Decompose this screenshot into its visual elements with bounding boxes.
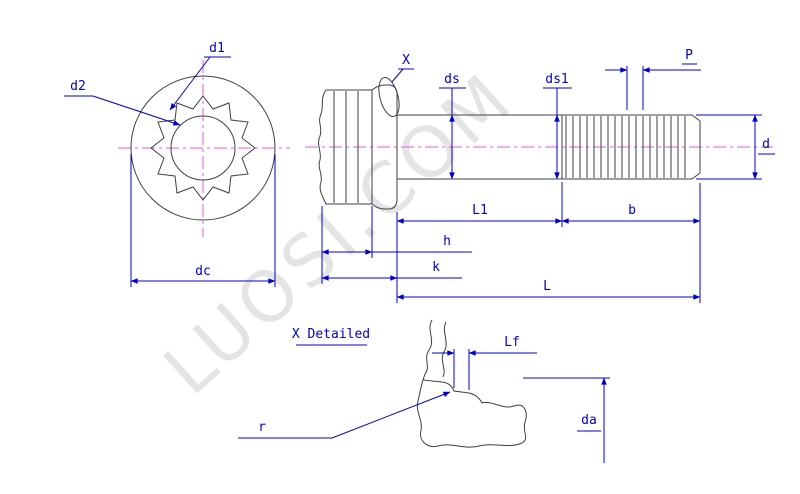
inner-circle xyxy=(170,115,236,181)
flange-outline xyxy=(371,84,398,210)
label-k: k xyxy=(432,260,440,275)
flange-circle xyxy=(130,75,276,221)
x-detail-ellipse xyxy=(378,77,400,117)
label-x: X xyxy=(402,53,410,68)
head-lobe-lines xyxy=(333,91,359,203)
label-d: d xyxy=(762,137,770,152)
detail-view: X Detailed Lf r da xyxy=(238,319,610,463)
lower-extension-lines xyxy=(321,182,701,303)
label-da: da xyxy=(581,413,597,428)
side-view: X ds ds1 P d L1 b h k xyxy=(305,48,775,303)
label-r: r xyxy=(258,420,266,435)
label-d1: d1 xyxy=(209,41,225,56)
dc-extension-lines xyxy=(130,154,276,287)
d1-leader xyxy=(169,56,211,111)
x-leader xyxy=(391,68,404,83)
end-view: d1 d2 dc xyxy=(64,41,290,287)
head-outline xyxy=(318,89,373,205)
d2-leader xyxy=(92,95,181,126)
r-leader xyxy=(331,391,451,439)
label-ds: ds xyxy=(444,72,460,87)
shank-outline xyxy=(397,114,563,180)
watermark-text: LUOSI.COM xyxy=(149,56,530,410)
ds1-leader xyxy=(543,87,572,115)
label-l: L xyxy=(543,279,551,294)
thread-outline xyxy=(562,114,701,180)
label-d2: d2 xyxy=(70,79,86,94)
lf-extension-lines xyxy=(453,349,470,390)
label-h: h xyxy=(443,234,451,249)
label-p: P xyxy=(685,48,693,63)
label-l1: L1 xyxy=(472,203,488,218)
label-dc: dc xyxy=(195,264,211,279)
detail-flap-edge xyxy=(441,321,447,378)
detail-outline xyxy=(416,319,527,448)
label-ds1: ds1 xyxy=(545,72,568,87)
d-extension-lines xyxy=(696,114,762,180)
p-extension-lines xyxy=(626,66,644,110)
label-lf: Lf xyxy=(504,335,520,350)
watermark: LUOSI.COM xyxy=(149,56,530,410)
thread-lines xyxy=(565,116,686,178)
twelve-point-star xyxy=(150,95,256,201)
label-b: b xyxy=(628,203,636,218)
detail-title: X Detailed xyxy=(292,327,370,342)
ds-leader xyxy=(439,87,466,115)
